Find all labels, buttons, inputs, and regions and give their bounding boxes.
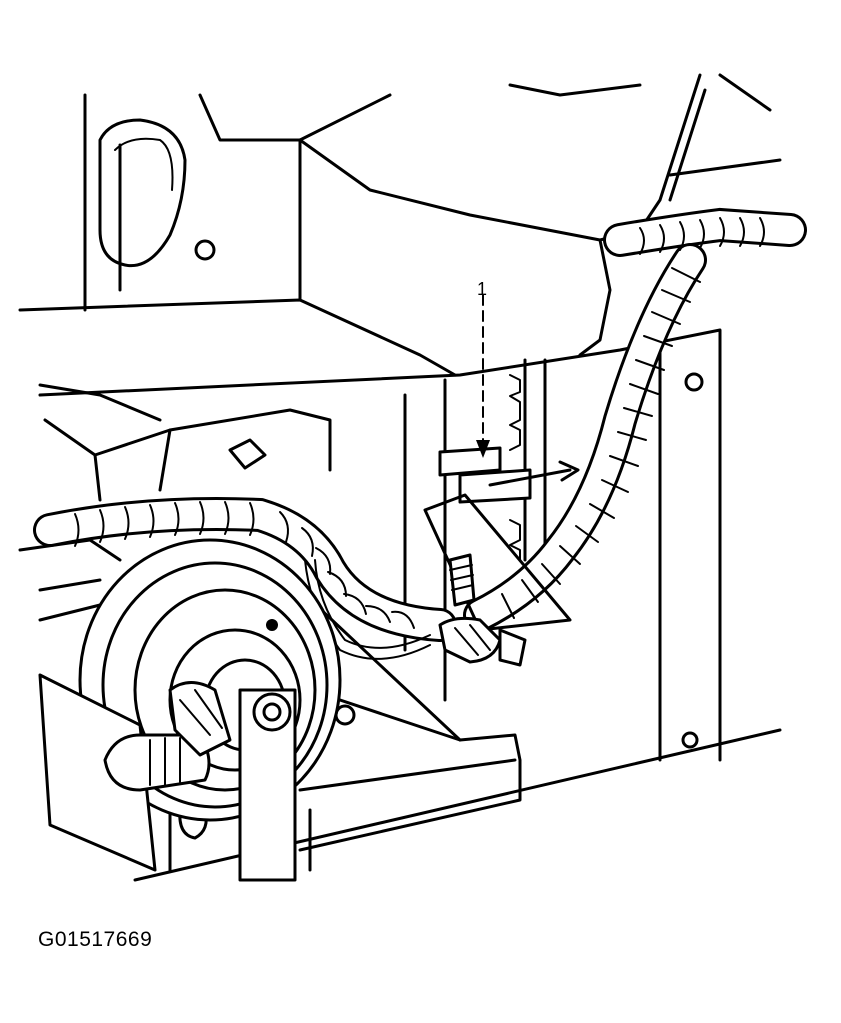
wiring-harness-lower [33,497,457,660]
wiring-harness-upper [463,207,807,632]
figure-id-label: G01517669 [38,928,153,951]
horn-assembly [38,538,342,882]
harness-clip [423,446,580,667]
callout-number: 1 [477,279,487,299]
callout-leader: 1 [476,279,490,458]
engine-block-outline [18,73,782,377]
